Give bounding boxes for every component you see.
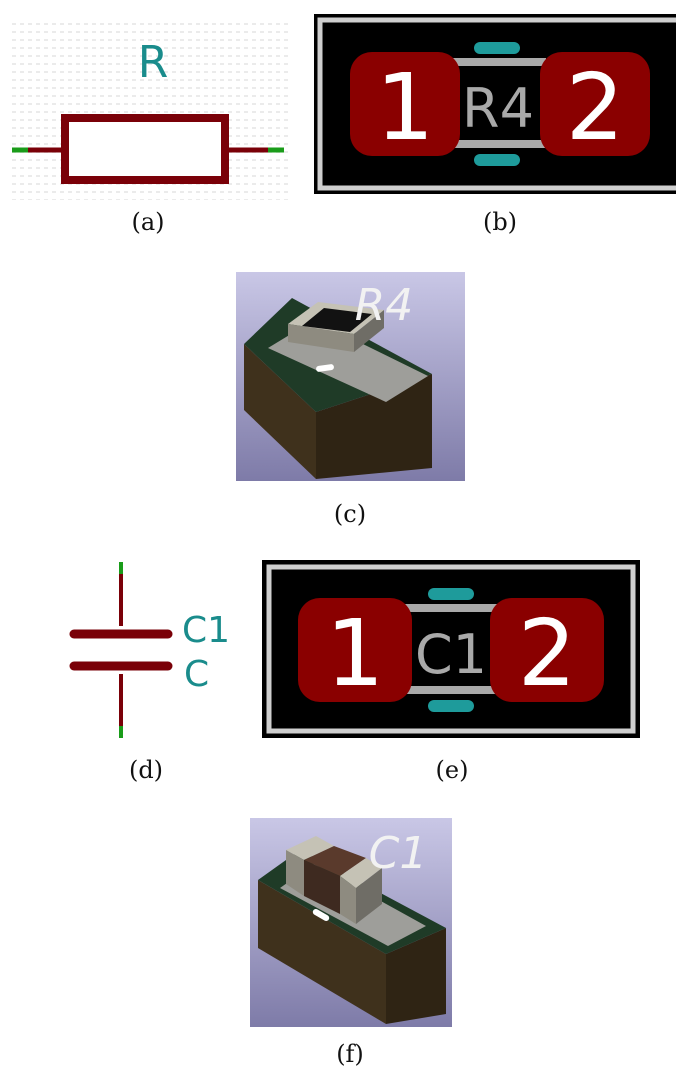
resistor-3d-render: R4 <box>236 272 465 481</box>
pad-1 <box>298 598 412 702</box>
fab-marker-top <box>474 42 520 54</box>
silkscreen-top-line <box>450 58 546 66</box>
resistor-body-top <box>302 308 372 332</box>
resistor-body <box>61 114 229 184</box>
board-left-face <box>258 880 386 1024</box>
capacitor-right-cap-top <box>340 858 382 888</box>
capacitor-reference-label: C1 <box>182 610 230 651</box>
resistor-side-face <box>354 310 384 352</box>
pad-marker <box>312 909 330 921</box>
pad-1-number: 1 <box>326 600 385 707</box>
silkscreen-top-line <box>402 604 500 612</box>
footprint-reference-label: C1 <box>415 623 487 686</box>
capacitor-value-label: C <box>184 654 209 695</box>
board-left-face <box>244 344 316 479</box>
fab-marker-top <box>428 588 474 600</box>
board-front-face <box>316 374 432 479</box>
pad-marker <box>316 364 334 372</box>
courtyard-outline <box>317 17 676 191</box>
resistor-reference-label: R <box>138 37 169 88</box>
resistor-front-face <box>288 324 354 352</box>
pad-1-number: 1 <box>376 54 435 161</box>
capacitor-left-cap-top <box>286 836 334 860</box>
courtyard-outline <box>266 564 636 734</box>
caption-c: (c) <box>333 500 367 528</box>
footprint-reference-label: R4 <box>462 77 534 140</box>
capacitor-right-cap-side <box>356 868 382 924</box>
caption-d: (d) <box>128 756 164 784</box>
pad-2 <box>540 52 650 156</box>
fab-marker-bottom <box>474 154 520 166</box>
capacitor-body-front <box>304 860 340 914</box>
resistor-schematic-symbol: R <box>10 20 290 200</box>
pad-2-number: 2 <box>518 600 577 707</box>
board-front-face <box>386 928 446 1024</box>
capacitor-body-top <box>304 846 366 876</box>
silkscreen-bottom-line <box>402 686 500 694</box>
capacitor-3d-render: C1 <box>250 818 452 1027</box>
render-reference-label: C1 <box>369 828 428 879</box>
capacitor-left-cap-face <box>286 850 304 896</box>
caption-a: (a) <box>131 208 165 236</box>
caption-f: (f) <box>336 1040 364 1068</box>
capacitor-right-cap-face <box>340 876 356 924</box>
pad-1 <box>350 52 460 156</box>
caption-e: (e) <box>435 756 469 784</box>
render-reference-label: R4 <box>355 280 414 331</box>
resistor-pcb-footprint: R4 1 2 <box>314 14 676 194</box>
caption-b: (b) <box>482 208 518 236</box>
pad-2-number: 2 <box>566 54 625 161</box>
capacitor-pcb-footprint: C1 1 2 <box>262 560 640 738</box>
pad-2 <box>490 598 604 702</box>
fab-marker-bottom <box>428 700 474 712</box>
silkscreen-bottom-line <box>450 140 546 148</box>
capacitor-schematic-symbol: C1 C <box>69 562 230 738</box>
